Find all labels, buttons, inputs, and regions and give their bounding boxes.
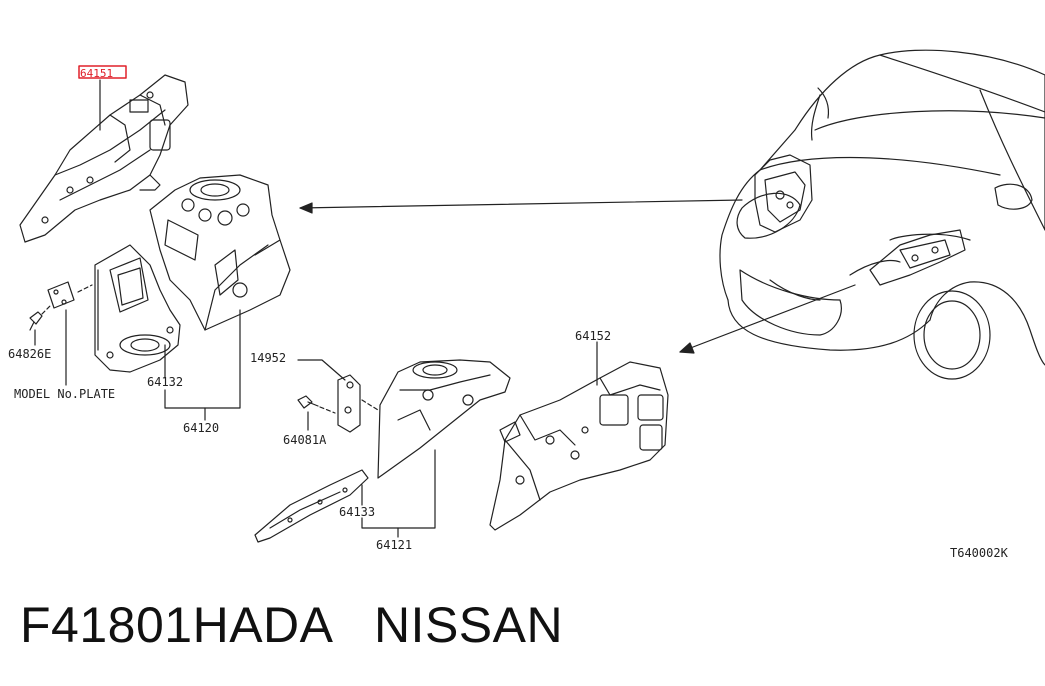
car-outline bbox=[719, 49, 1045, 380]
label-64121: 64121 bbox=[376, 538, 412, 552]
label-64120: 64120 bbox=[183, 421, 219, 435]
highlight-box bbox=[78, 65, 127, 79]
part-14952-drawing bbox=[337, 374, 379, 433]
part-number: F41801HADA bbox=[20, 597, 331, 653]
label-14952: 14952 bbox=[250, 351, 286, 365]
label-model-plate: MODEL No.PLATE bbox=[14, 387, 115, 401]
label-64151: 64151 bbox=[80, 67, 113, 80]
part-model-plate-drawing bbox=[29, 281, 93, 331]
indicator-arrows bbox=[299, 199, 856, 354]
leader-lines bbox=[34, 79, 598, 538]
part-number-caption: F41801HADA NISSAN bbox=[20, 596, 563, 654]
label-64152: 64152 bbox=[575, 329, 611, 343]
part-64152-drawing bbox=[489, 361, 669, 531]
brand-name: NISSAN bbox=[373, 597, 564, 653]
label-64826e: 64826E bbox=[8, 347, 51, 361]
part-64121-drawing bbox=[377, 359, 511, 479]
part-64133-drawing bbox=[254, 469, 369, 543]
label-64081a: 64081A bbox=[283, 433, 327, 447]
part-64120-drawing bbox=[149, 174, 291, 331]
part-64132-drawing bbox=[94, 244, 181, 373]
label-64132: 64132 bbox=[147, 375, 183, 389]
drawing-code: T640002K bbox=[950, 546, 1009, 560]
part-64151-drawing bbox=[19, 74, 189, 243]
label-64133: 64133 bbox=[339, 505, 375, 519]
part-64081a-drawing bbox=[297, 395, 336, 414]
